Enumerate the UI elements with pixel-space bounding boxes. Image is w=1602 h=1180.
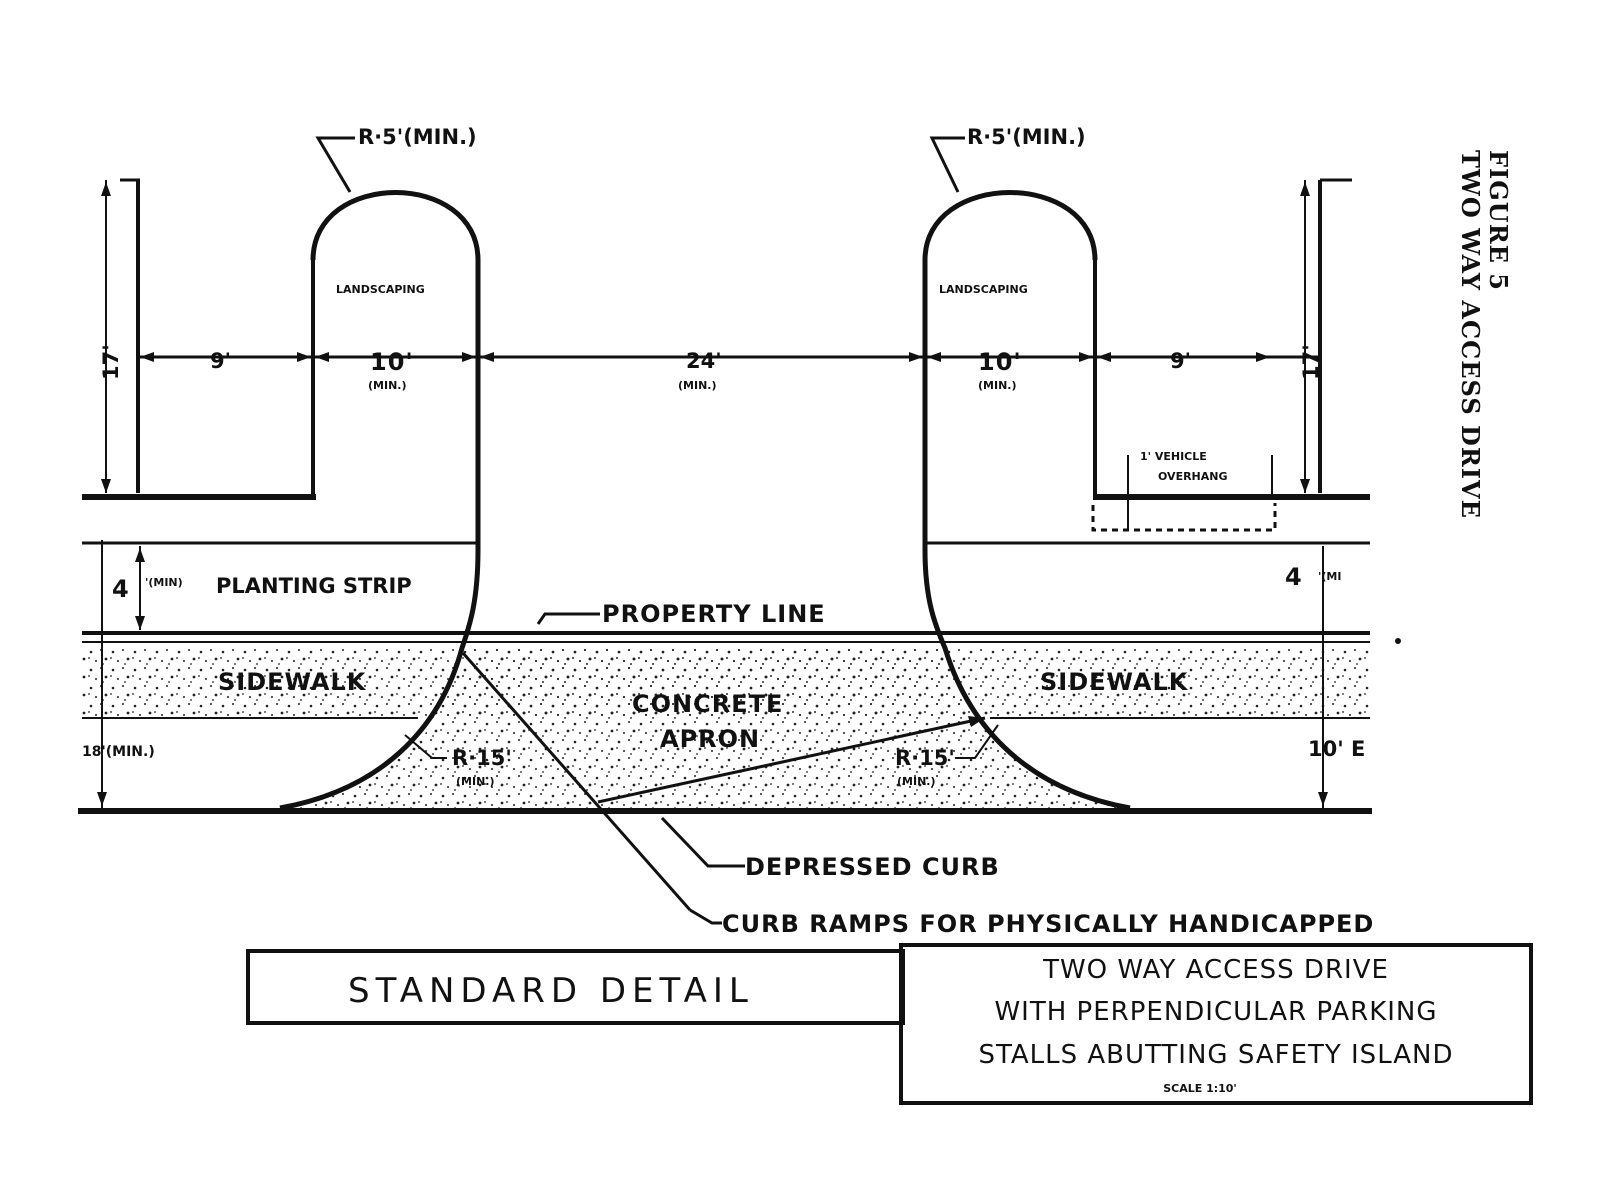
apron-label: APRON: [660, 725, 760, 753]
radius-top-left-label: R·5'(MIN.): [358, 125, 477, 149]
dim-4-right-label: 4: [1285, 563, 1303, 591]
leader-depressed-curb: [660, 816, 745, 868]
sidewalk-left-label: SIDEWALK: [218, 668, 367, 696]
title-right-line3: STALLS ABUTTING SAFETY ISLAND: [978, 1040, 1453, 1070]
r15-left-min-label: (MIN.): [456, 775, 494, 788]
dim-17-left-label: 17': [99, 344, 123, 380]
leader-radius-right: [929, 136, 965, 193]
leader-curb-ramps: [689, 908, 722, 925]
dim-4-left-label: 4: [112, 575, 130, 603]
title-right-line1: TWO WAY ACCESS DRIVE: [1042, 955, 1389, 985]
curb-ramps-label: CURB RAMPS FOR PHYSICALLY HANDICAPPED: [722, 910, 1374, 938]
landscaping-right-label: LANDSCAPING: [939, 283, 1028, 296]
left-island-outline: [279, 190, 481, 811]
planting-strip-label: PLANTING STRIP: [216, 574, 412, 598]
r15-left-label: R·15': [452, 746, 512, 770]
dim-24-min-label: (MIN.): [678, 379, 716, 392]
leader-r15-left: [404, 734, 447, 759]
dim-10-left-label: 10': [370, 348, 414, 376]
vehicle-overhang-dashed: [1091, 503, 1277, 532]
r15-right-label: R·15': [895, 746, 955, 770]
concrete-apron-fill: [292, 648, 1125, 808]
structure-lines: [78, 136, 1372, 925]
dim-4-right-sup: '(MI: [1318, 570, 1341, 583]
figure-number: FIGURE 5: [1484, 150, 1513, 291]
dim-17-right-label: 17': [1299, 344, 1323, 380]
figure-title: TWO WAY ACCESS DRIVE: [1456, 150, 1485, 519]
dim-10-right-label: 10': [978, 348, 1022, 376]
vehicle-overhang-line2: OVERHANG: [1158, 470, 1228, 483]
vehicle-overhang-line1: 1' VEHICLE: [1140, 450, 1207, 463]
property-line-label: PROPERTY LINE: [602, 600, 826, 628]
ramp-line-right: [597, 716, 986, 804]
landscaping-left-label: LANDSCAPING: [336, 283, 425, 296]
depressed-curb-label: DEPRESSED CURB: [745, 853, 1000, 881]
dim-10-right-min-label: (MIN.): [978, 379, 1016, 392]
ramp-line-left: [461, 652, 692, 911]
dim-9-left-label: 9': [210, 349, 231, 373]
sidewalk-right-label: SIDEWALK: [1040, 668, 1189, 696]
leader-radius-left: [315, 136, 355, 193]
dim-10-left-min-label: (MIN.): [368, 379, 406, 392]
leader-property-line: [536, 612, 600, 625]
title-right-line2: WITH PERPENDICULAR PARKING: [994, 997, 1437, 1027]
dim-24-label: 24': [686, 349, 722, 373]
r15-right-min-label: (MIN.): [897, 775, 935, 788]
concrete-label: CONCRETE: [632, 690, 783, 718]
arrowheads: [97, 182, 1328, 806]
right-island-outline: [922, 190, 1131, 811]
speck: [1395, 638, 1401, 644]
dim-10-right-e-label: 10' E: [1308, 737, 1365, 761]
scale-label: SCALE 1:10': [1163, 1082, 1237, 1095]
radius-top-right-label: R·5'(MIN.): [967, 125, 1086, 149]
standard-detail-label: STANDARD DETAIL: [348, 971, 754, 1011]
dim-4-left-sup: '(MIN): [145, 576, 183, 589]
dim-18-left-label: 18'(MIN.): [82, 744, 155, 760]
title-block-right-box: [899, 943, 1533, 1105]
leader-r15-right: [955, 724, 999, 759]
dim-9-right-label: 9': [1170, 349, 1191, 373]
